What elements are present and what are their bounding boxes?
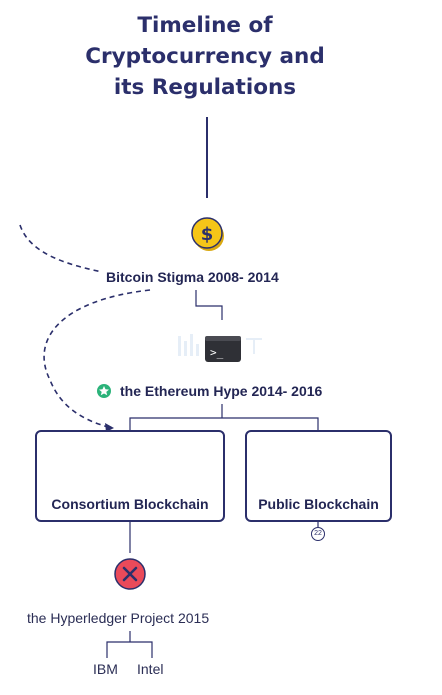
watermark-logo [178, 334, 262, 356]
page-title: Timeline of Cryptocurrency and its Regul… [0, 10, 410, 103]
star-badge-icon [97, 384, 111, 398]
svg-text:$: $ [201, 224, 214, 245]
title-line-3: its Regulations [113, 75, 297, 100]
svg-text:>_: >_ [210, 346, 224, 359]
bitcoin-stigma-label: Bitcoin Stigma 2008- 2014 [106, 269, 279, 285]
number-badge: 22 [314, 530, 322, 537]
consortium-blockchain-label: Consortium Blockchain [51, 496, 209, 512]
dashed-arrow-to-consortium [43, 289, 151, 429]
terminal-icon: >_ [205, 336, 241, 362]
consortium-blockchain-box: Consortium Blockchain [35, 430, 225, 522]
public-blockchain-label: Public Blockchain [258, 496, 379, 512]
ibm-label: IBM [93, 661, 118, 677]
hyperledger-project-label: the Hyperledger Project 2015 [27, 610, 210, 626]
dashed-arrow-left [19, 224, 103, 273]
connector-bitcoin-terminal [195, 290, 223, 320]
number-badge-circle [311, 527, 325, 541]
dashed-arrow-head [105, 423, 114, 432]
title-line-2: Cryptocurrency and [85, 44, 325, 69]
dollar-coin-icon: $ [191, 217, 224, 251]
intel-label: Intel [137, 661, 164, 677]
public-blockchain-box: Public Blockchain [245, 430, 392, 522]
connector-branch [129, 417, 319, 430]
x-circle-icon [114, 558, 146, 590]
connector-ibm-intel [106, 641, 153, 658]
title-line-1: Timeline of [137, 13, 273, 38]
ethereum-hype-label: the Ethereum Hype 2014- 2016 [120, 383, 323, 399]
